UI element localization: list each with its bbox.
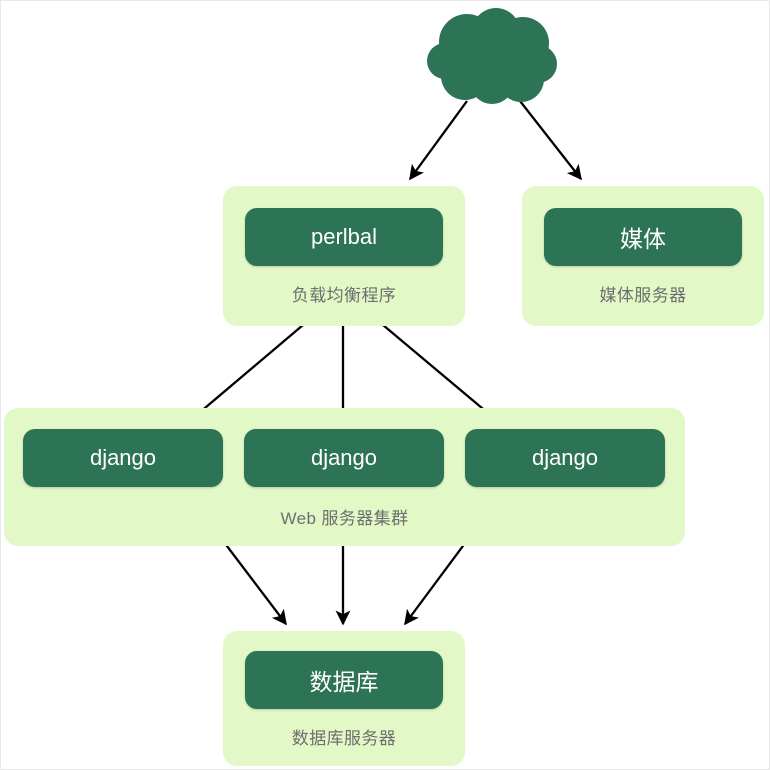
node-database[interactable]: 数据库 [245,651,443,709]
cloud-icon [427,8,557,104]
node-django-3-label: django [531,445,599,470]
group-caption-load-balancer: 负载均衡程序 [291,286,397,305]
node-django-1[interactable]: django [23,429,223,487]
node-database-label: 数据库 [309,669,379,695]
node-django-1-label: django [89,445,157,470]
group-panel-media: 媒体 媒体服务器 [522,186,764,326]
edge-internet-to-media [519,100,582,181]
edge-internet-to-perlbal [409,100,468,181]
group-panel-web-cluster: django django django Web 服务器集群 [4,408,685,546]
node-media-label: 媒体 [620,226,666,252]
internet-cloud[interactable] [426,6,558,106]
group-caption-database: 数据库服务器 [291,729,397,748]
group-caption-web-cluster: Web 服务器集群 [280,509,409,528]
group-caption-media: 媒体服务器 [599,286,687,305]
node-django-2-label: django [310,445,378,470]
node-django-3[interactable]: django [465,429,665,487]
group-panel-database: 数据库 数据库服务器 [223,631,465,766]
node-perlbal-label: perlbal [310,224,378,249]
group-panel-load-balancer: perlbal 负载均衡程序 [223,186,465,326]
node-media[interactable]: 媒体 [544,208,742,266]
node-perlbal[interactable]: perlbal [245,208,443,266]
node-django-2[interactable]: django [244,429,444,487]
